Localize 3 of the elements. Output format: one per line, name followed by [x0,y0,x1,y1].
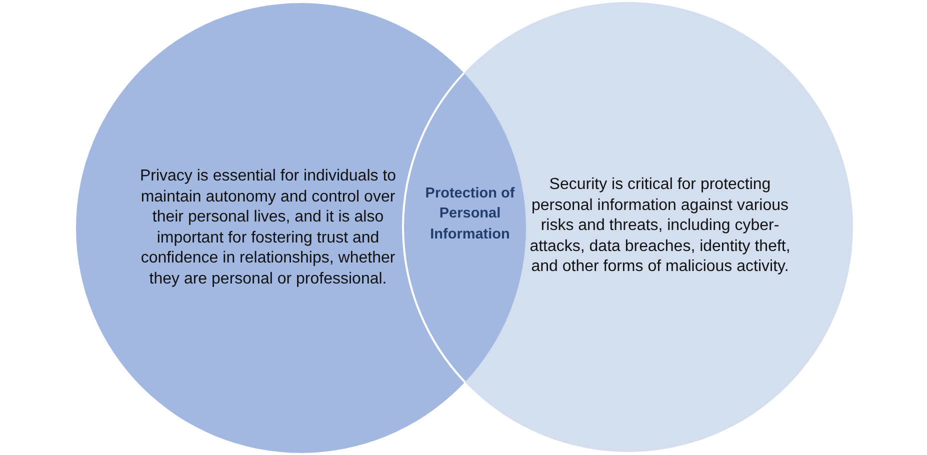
overlap-label: Protection of Personal Information [424,184,516,244]
description-text: Security is critical for protecting personal information against various risks and threats, including cyber-attacks, data breaches, identity theft, and other forms of malicious activity. [528,174,792,277]
description-text: Privacy is essential for individuals to maintain autonomy and control over their personal lives, and it is also important for fostering trust and confidence in relationships, whether they are personal or professional. [138,166,398,289]
